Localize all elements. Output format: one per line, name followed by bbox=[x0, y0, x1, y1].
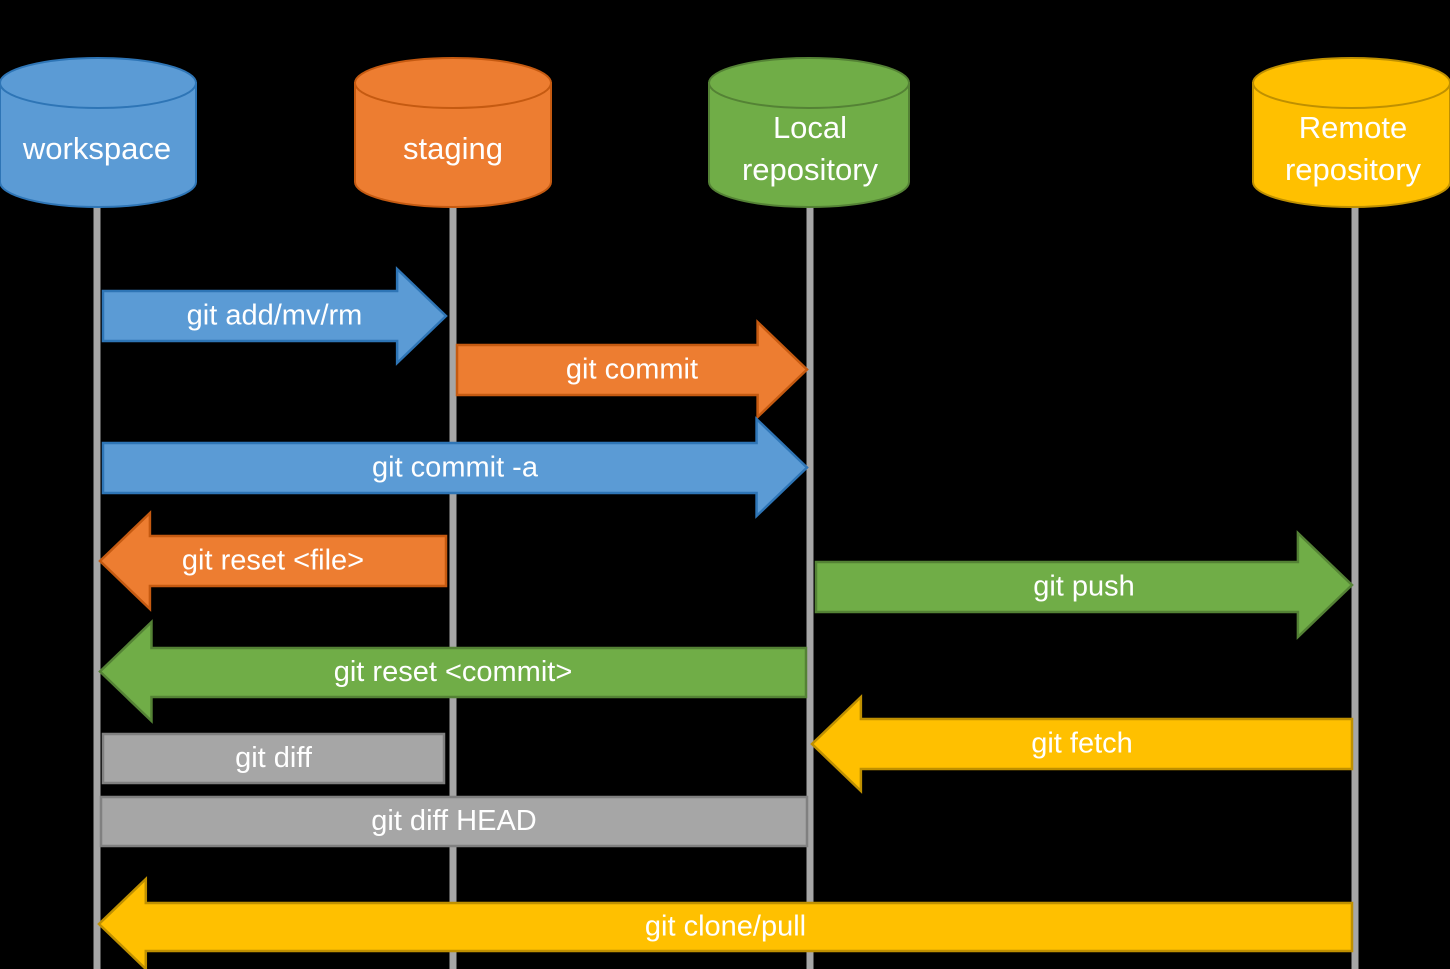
flow-label-git-clone-pull: git clone/pull bbox=[645, 911, 806, 943]
flow-git-fetch[interactable]: git fetch bbox=[810, 694, 1354, 794]
node-staging[interactable]: staging bbox=[354, 57, 552, 208]
node-workspace[interactable]: workspace bbox=[0, 57, 197, 208]
flow-label-git-diff-head: git diff HEAD bbox=[371, 805, 536, 837]
flows-layer: git add/mv/rm git commit git commit -a git … bbox=[97, 266, 1354, 969]
node-remote-repository[interactable]: Remote repository bbox=[1252, 57, 1450, 208]
flow-git-clone-pull[interactable]: git clone/pull bbox=[97, 876, 1354, 969]
cylinder-top-remote-repository bbox=[1252, 57, 1450, 109]
flow-git-reset-file[interactable]: git reset <file> bbox=[98, 510, 448, 612]
flow-label-git-reset-commit: git reset <commit> bbox=[334, 656, 573, 688]
flow-label-git-commit: git commit bbox=[566, 354, 698, 386]
cylinder-body-workspace bbox=[0, 82, 197, 208]
flow-shape-git-commit bbox=[455, 319, 809, 420]
nodes-layer: workspace staging Local repository Remote rep… bbox=[0, 57, 1450, 208]
cylinder-top-workspace bbox=[0, 57, 197, 109]
flow-label-git-commit-a: git commit -a bbox=[372, 452, 539, 484]
flow-git-commit[interactable]: git commit bbox=[455, 319, 809, 420]
flow-shape-git-reset-file bbox=[98, 510, 448, 612]
flow-shape-git-add bbox=[101, 266, 448, 366]
cylinder-body-remote-repository bbox=[1252, 82, 1450, 208]
flow-label-git-diff: git diff bbox=[235, 742, 313, 774]
flow-shape-git-push bbox=[814, 530, 1354, 640]
flow-git-diff[interactable]: git diff bbox=[101, 732, 446, 785]
node-label-workspace: workspace bbox=[22, 131, 171, 166]
node-local-repository[interactable]: Local repository bbox=[708, 57, 910, 208]
node-label-remote-repository: Remote bbox=[1299, 110, 1408, 145]
flow-git-reset-commit[interactable]: git reset <commit> bbox=[98, 619, 808, 724]
flow-label-git-push: git push bbox=[1033, 571, 1135, 603]
cylinder-top-local-repository bbox=[708, 57, 910, 109]
flow-shape-git-diff-head bbox=[99, 795, 809, 848]
node-label-remote-repository: repository bbox=[1285, 152, 1422, 187]
flow-label-git-add: git add/mv/rm bbox=[187, 300, 363, 332]
node-label-local-repository: repository bbox=[742, 152, 879, 187]
flow-shape-git-diff bbox=[101, 732, 446, 785]
flow-shape-git-reset-commit bbox=[98, 619, 808, 724]
node-label-local-repository: Local bbox=[773, 110, 847, 145]
cylinder-body-staging bbox=[354, 82, 552, 208]
flow-shape-git-clone-pull bbox=[97, 876, 1354, 969]
flow-label-git-fetch: git fetch bbox=[1031, 728, 1133, 760]
flow-git-push[interactable]: git push bbox=[814, 530, 1354, 640]
cylinder-top-staging bbox=[354, 57, 552, 109]
flow-label-git-reset-file: git reset <file> bbox=[182, 545, 364, 577]
flow-git-commit-a[interactable]: git commit -a bbox=[101, 416, 809, 519]
flow-shape-git-commit-a bbox=[101, 416, 809, 519]
flow-git-diff-head[interactable]: git diff HEAD bbox=[99, 795, 809, 848]
cylinder-body-local-repository bbox=[708, 82, 910, 208]
node-label-staging: staging bbox=[403, 131, 503, 166]
flow-shape-git-fetch bbox=[810, 694, 1354, 794]
flow-git-add[interactable]: git add/mv/rm bbox=[101, 266, 448, 366]
